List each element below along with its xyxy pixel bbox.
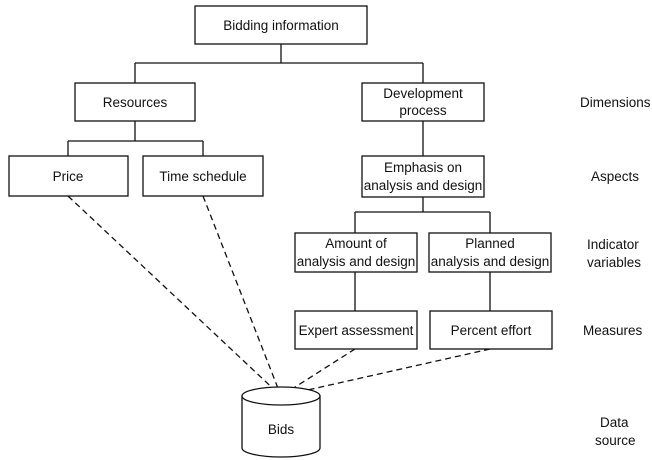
node-bidding-information-label: Bidding information [223, 18, 339, 33]
node-time-schedule: Time schedule [142, 155, 264, 197]
node-planned: Planned analysis and design [428, 232, 552, 273]
database-cylinder-body [241, 395, 321, 458]
connector-root [134, 44, 424, 83]
level-dimensions: Dimensions [580, 95, 651, 110]
node-resources-label: Resources [103, 95, 168, 110]
level-aspects: Aspects [591, 169, 639, 184]
tree-connectors [67, 44, 491, 311]
node-bids-database: Bids [241, 386, 321, 458]
node-time-schedule-label: Time schedule [159, 169, 246, 184]
level-data-line2: source [595, 433, 636, 448]
node-emphasis-line1: Emphasis on [384, 160, 462, 175]
node-development-process-line1: Development [383, 86, 463, 101]
level-labels: Dimensions Aspects Indicator variables M… [580, 95, 651, 448]
node-planned-line2: analysis and design [431, 254, 550, 269]
data-source-links [67, 195, 491, 397]
node-price-label: Price [53, 169, 84, 184]
node-amount-line2: analysis and design [297, 254, 416, 269]
node-planned-line1: Planned [465, 236, 515, 251]
node-bids-label: Bids [268, 422, 295, 437]
level-measures: Measures [583, 323, 643, 338]
link-percent-effort-bids [280, 348, 491, 397]
link-time-schedule-bids [202, 195, 282, 397]
node-price: Price [8, 155, 129, 197]
node-development-process-line2: process [399, 103, 447, 118]
node-bidding-information: Bidding information [194, 5, 368, 45]
level-indicator-line2: variables [587, 255, 641, 270]
node-percent-effort-label: Percent effort [451, 323, 532, 338]
level-data-line1: Data [600, 415, 629, 430]
node-development-process: Development process [361, 82, 485, 122]
node-amount: Amount of analysis and design [294, 232, 418, 273]
node-emphasis: Emphasis on analysis and design [361, 155, 485, 198]
node-amount-line1: Amount of [325, 236, 387, 251]
level-indicator-line1: Indicator [587, 237, 639, 252]
node-percent-effort: Percent effort [429, 310, 553, 350]
node-expert-assessment: Expert assessment [294, 310, 418, 350]
database-cylinder-top [241, 386, 321, 406]
connector-emphasis [354, 197, 491, 233]
link-price-bids [67, 195, 282, 397]
node-expert-assessment-label: Expert assessment [299, 323, 414, 338]
node-emphasis-line2: analysis and design [364, 178, 483, 193]
node-resources: Resources [74, 82, 196, 122]
connector-resources [67, 121, 204, 156]
